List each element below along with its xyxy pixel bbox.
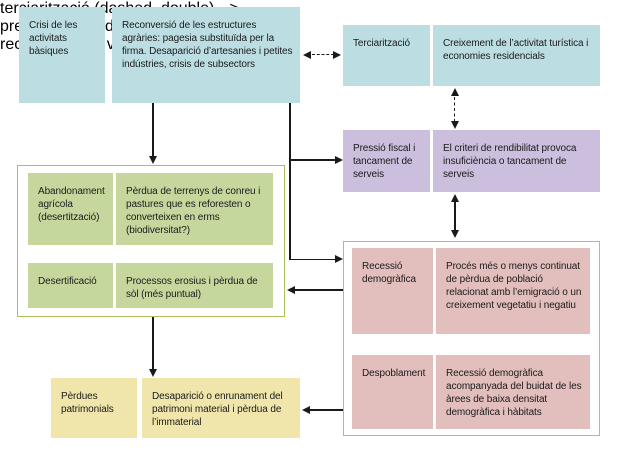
definition-box-despoblament: Recessió demogràfica acompanyada del bui… xyxy=(436,355,590,429)
definition-box-crisi: Reconversió de les estructures agràries:… xyxy=(112,7,300,103)
arrowhead-left-icon xyxy=(302,405,310,414)
term-box-despoblament: Despoblament xyxy=(352,355,433,429)
definition-box-abandonament: Pèrdua de terrenys de conreu i pastures … xyxy=(116,173,273,245)
term-box-abandonament: Abandonament agrícola (desertització) xyxy=(28,173,113,245)
definition-box-recessio: Procés més o menys continuat de pèrdua d… xyxy=(436,248,590,334)
branch-line-pressio xyxy=(290,159,335,161)
arrowhead-down-icon xyxy=(148,156,157,164)
arrowhead-right-icon xyxy=(333,50,341,59)
term-box-recessio: Recessió demogràfica xyxy=(352,248,433,334)
term-box-terciaritzacio: Terciarització xyxy=(343,25,430,86)
arrowhead-left-icon xyxy=(287,285,295,294)
definition-box-desertificacio: Processos erosius i pèrdua de sòl (més p… xyxy=(116,263,273,308)
term-box-desertificacio: Desertificació xyxy=(28,263,113,308)
definition-box-terciaritzacio: Creixement de l’activitat turística i ec… xyxy=(433,25,600,86)
arrowhead-right-icon xyxy=(335,155,343,164)
arrow-line xyxy=(152,317,154,370)
arrow-line xyxy=(312,54,334,56)
arrow-line xyxy=(310,409,343,411)
arrow-line xyxy=(454,97,456,122)
definition-box-pressio-fiscal: El criteri de rendibilitat provoca insuf… xyxy=(433,130,600,192)
term-box-pressio-fiscal: Pressió fiscal i tancament de serveis xyxy=(343,130,430,192)
arrow-line xyxy=(295,289,343,291)
arrowhead-down-icon xyxy=(148,369,157,377)
arrowhead-down-icon xyxy=(450,121,459,129)
arrowhead-right-icon xyxy=(335,254,343,263)
term-box-perdues: Pèrdues patrimonials xyxy=(51,378,137,438)
arrow-trunk-line xyxy=(289,103,291,260)
definition-box-perdues: Desaparició o enrunament del patrimoni m… xyxy=(142,378,300,438)
arrowhead-down-icon xyxy=(450,230,459,238)
arrowhead-left-icon xyxy=(303,50,311,59)
term-box-crisi: Crisi de les activitats bàsiques xyxy=(19,7,105,103)
arrowhead-up-icon xyxy=(450,88,459,96)
arrowhead-up-icon xyxy=(450,194,459,202)
branch-line-recessio xyxy=(290,258,335,260)
arrow-line xyxy=(454,201,456,232)
arrow-line xyxy=(152,103,154,157)
